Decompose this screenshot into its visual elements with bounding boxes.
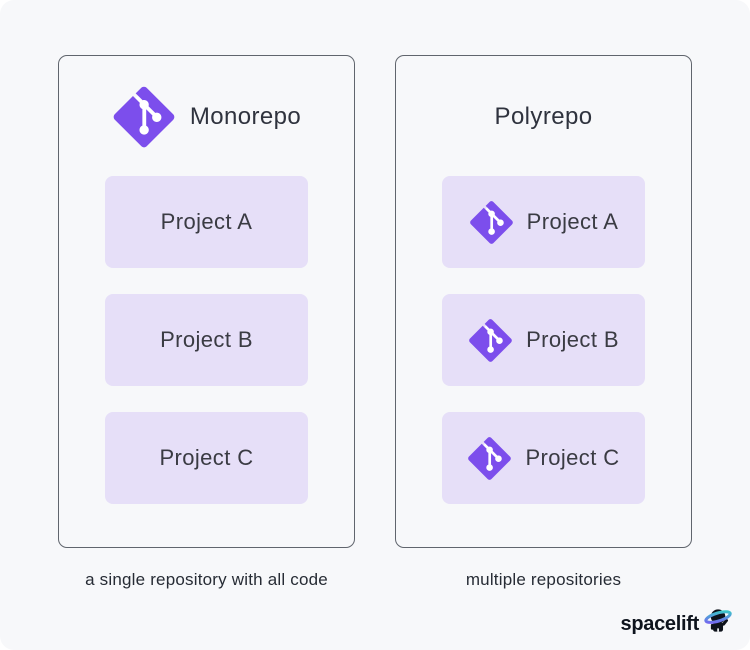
project-label: Project C bbox=[525, 445, 620, 470]
git-icon bbox=[468, 436, 512, 480]
git-icon bbox=[469, 318, 512, 362]
project-label: Project C bbox=[159, 445, 254, 470]
spacelift-logo: spacelift bbox=[621, 608, 735, 637]
project-label: Project A bbox=[160, 209, 253, 234]
polyrepo-card: Polyrepo Project A Project B Project C bbox=[395, 55, 692, 548]
monorepo-title: Monorepo bbox=[189, 103, 302, 130]
project-box: Project B bbox=[442, 294, 645, 386]
repo-columns: Monorepo Project A Project B Project C P… bbox=[58, 55, 692, 548]
project-box: Project A bbox=[105, 176, 308, 268]
project-label: Project B bbox=[160, 327, 253, 352]
polyrepo-caption: multiple repositories bbox=[465, 570, 622, 589]
project-box: Project B bbox=[105, 294, 308, 386]
monorepo-title-row: Monorepo bbox=[59, 82, 354, 152]
project-box: Project C bbox=[105, 412, 308, 504]
polyrepo-title-row: Polyrepo bbox=[396, 82, 691, 152]
spacelift-mascot-icon bbox=[704, 609, 732, 632]
polyrepo-projects: Project A Project B Project C bbox=[396, 176, 691, 504]
project-label: Project A bbox=[526, 209, 619, 234]
monorepo-projects: Project A Project B Project C bbox=[59, 176, 354, 504]
project-box: Project A bbox=[442, 176, 645, 268]
git-icon bbox=[113, 86, 175, 148]
project-box: Project C bbox=[442, 412, 645, 504]
monorepo-caption: a single repository with all code bbox=[85, 570, 328, 589]
monorepo-card: Monorepo Project A Project B Project C bbox=[58, 55, 355, 548]
polyrepo-title: Polyrepo bbox=[494, 103, 593, 130]
project-label: Project B bbox=[526, 327, 619, 352]
git-icon bbox=[469, 200, 513, 244]
spacelift-wordmark: spacelift bbox=[620, 613, 700, 635]
captions-row: a single repository with all code multip… bbox=[58, 570, 692, 590]
